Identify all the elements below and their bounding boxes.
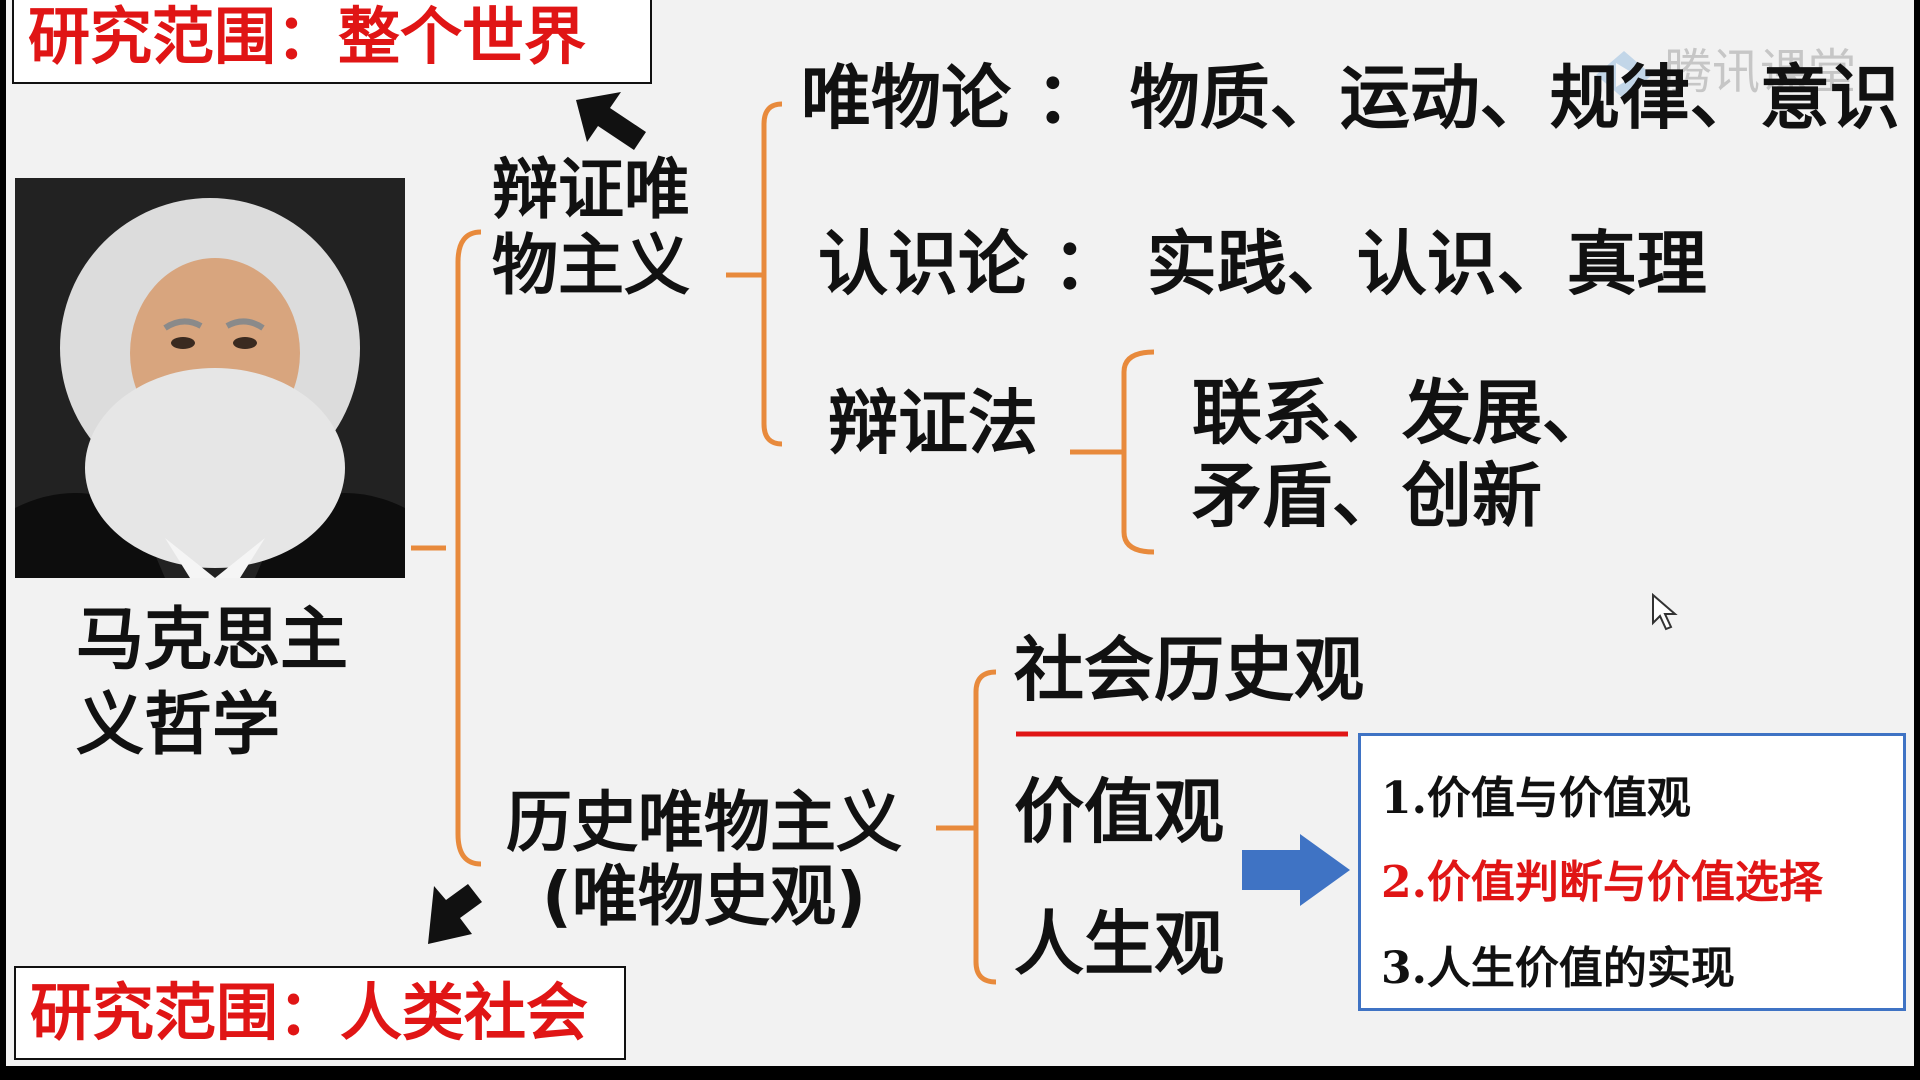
dialectics-items-line2: 矛盾、创新	[1192, 454, 1542, 537]
marx-portrait	[15, 178, 405, 578]
epistemology-row: 认识论 ： 实践、认识、真理	[818, 223, 1707, 305]
slide: 研究范围：整个世界 腾讯课堂 马克思主 义哲学 辩证唯 物主义 唯物论 ： 物质…	[6, 0, 1914, 1066]
play-logo-icon	[1596, 51, 1652, 99]
scope-bottom-box: 研究范围：人类社会	[14, 966, 626, 1060]
value-topic-1: 1.价值与价值观	[1381, 773, 1691, 824]
materialism-row: 唯物论 ： 物质、运动、规律、意识	[801, 57, 1900, 139]
scope-bottom-text: 研究范围：人类社会	[30, 976, 589, 1049]
root-bracket	[455, 229, 482, 867]
values-view: 价值观	[1014, 771, 1224, 853]
watermark: 腾讯课堂	[1592, 32, 1856, 103]
historical-materialism-label: 历史唯物主义 (唯物史观)	[506, 786, 902, 934]
dm-bracket	[761, 101, 783, 447]
hm-line2: (唯物史观)	[541, 857, 867, 935]
life-view: 人生观	[1014, 903, 1224, 985]
value-topics-box: 1.价值与价值观 2.价值判断与价值选择 3.人生价值的实现	[1358, 733, 1906, 1011]
root-label-line2: 义哲学	[76, 686, 281, 765]
dialectical-materialism-label: 辩证唯 物主义	[492, 152, 690, 304]
connector-lines	[411, 92, 1350, 985]
value-topic-2: 2.价值判断与价值选择	[1381, 857, 1823, 908]
arrow-up-left-icon	[576, 92, 646, 150]
scope-top-text: 研究范围：整个世界	[28, 0, 587, 73]
dialectics-bracket	[1121, 349, 1155, 555]
arrow-down-left-icon	[428, 884, 482, 944]
dm-line2: 物主义	[492, 226, 690, 304]
hm-bracket	[973, 669, 997, 985]
dm-line1: 辩证唯	[492, 151, 690, 228]
watermark-text: 腾讯课堂	[1664, 44, 1857, 100]
dialectics-items: 联系、发展、 矛盾、创新	[1192, 372, 1612, 537]
value-topic-3: 3.人生价值的实现	[1381, 943, 1735, 994]
scope-top-box: 研究范围：整个世界	[12, 0, 652, 84]
root-label-line1: 马克思主	[76, 601, 349, 680]
blue-arrow-icon	[1242, 834, 1350, 906]
mouse-cursor-icon	[1652, 593, 1678, 631]
hm-line1: 历史唯物主义	[506, 784, 902, 861]
root-label: 马克思主 义哲学	[76, 598, 348, 768]
social-history-view: 社会历史观	[1014, 629, 1364, 711]
dialectics-items-line1: 联系、发展、	[1192, 372, 1612, 454]
dialectics-label: 辩证法	[828, 382, 1038, 464]
